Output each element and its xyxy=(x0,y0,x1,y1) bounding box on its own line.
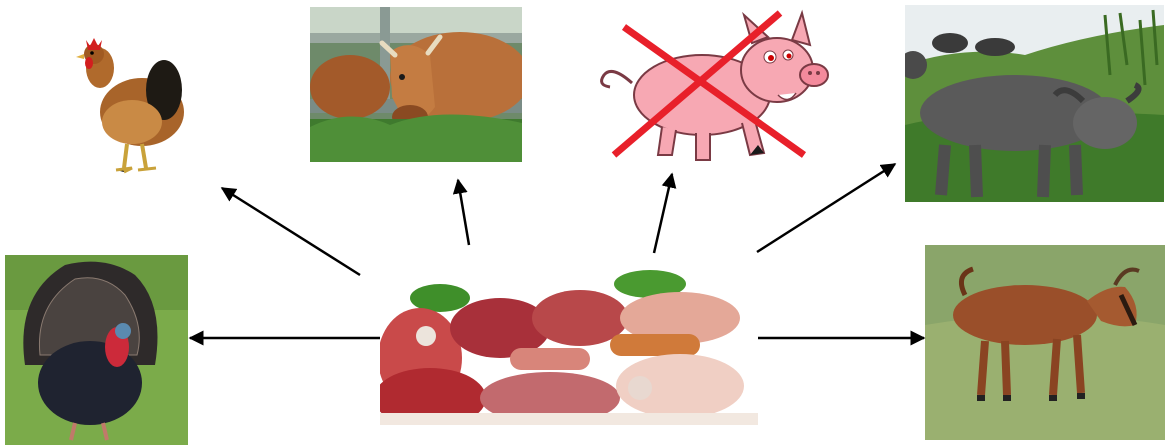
goat-image xyxy=(925,245,1165,440)
arrow-to-cow xyxy=(458,180,469,245)
pig-crossed-out-image xyxy=(592,5,832,165)
cow-image xyxy=(310,7,522,162)
meat-assortment-image xyxy=(380,268,758,425)
turkey-image xyxy=(5,255,188,445)
arrow-to-pig xyxy=(654,174,672,253)
arrow-to-water-buffalo xyxy=(757,164,895,252)
chicken-image xyxy=(72,30,190,180)
water-buffalo-image xyxy=(905,5,1164,202)
arrow-to-chicken xyxy=(222,188,360,275)
